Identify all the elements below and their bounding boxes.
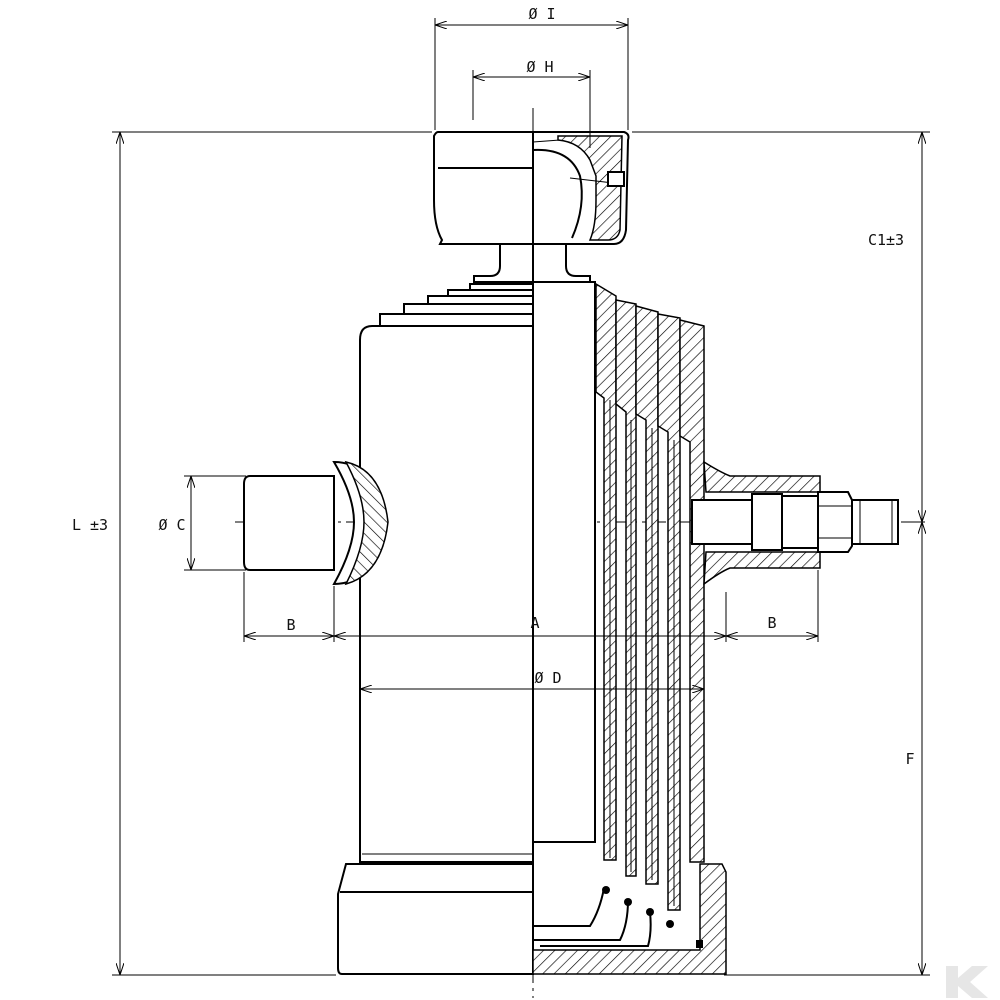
dim-label-length-l: L ±3 [72,516,108,534]
dim-label-diameter-h: Ø H [526,58,553,76]
main-barrel [359,281,596,863]
dim-label-f: F [905,750,914,768]
dim-label-diameter-i: Ø I [528,5,555,23]
telescopic-stages [379,283,534,327]
dim-label-diameter-c: Ø C [158,516,185,534]
top-eye [433,131,630,283]
section-walls [595,282,705,911]
dim-label-a: A [530,614,539,632]
port-housing-right [691,460,899,586]
dim-label-diameter-d: Ø D [534,669,561,687]
bottom-base [337,863,727,975]
side-port-left [243,460,389,586]
dimension-lines [112,18,930,976]
dim-label-b-right: B [767,614,776,632]
dim-label-c1: C1±3 [868,231,904,249]
dim-label-b-left: B [286,616,295,634]
brand-logo-icon [946,966,988,998]
